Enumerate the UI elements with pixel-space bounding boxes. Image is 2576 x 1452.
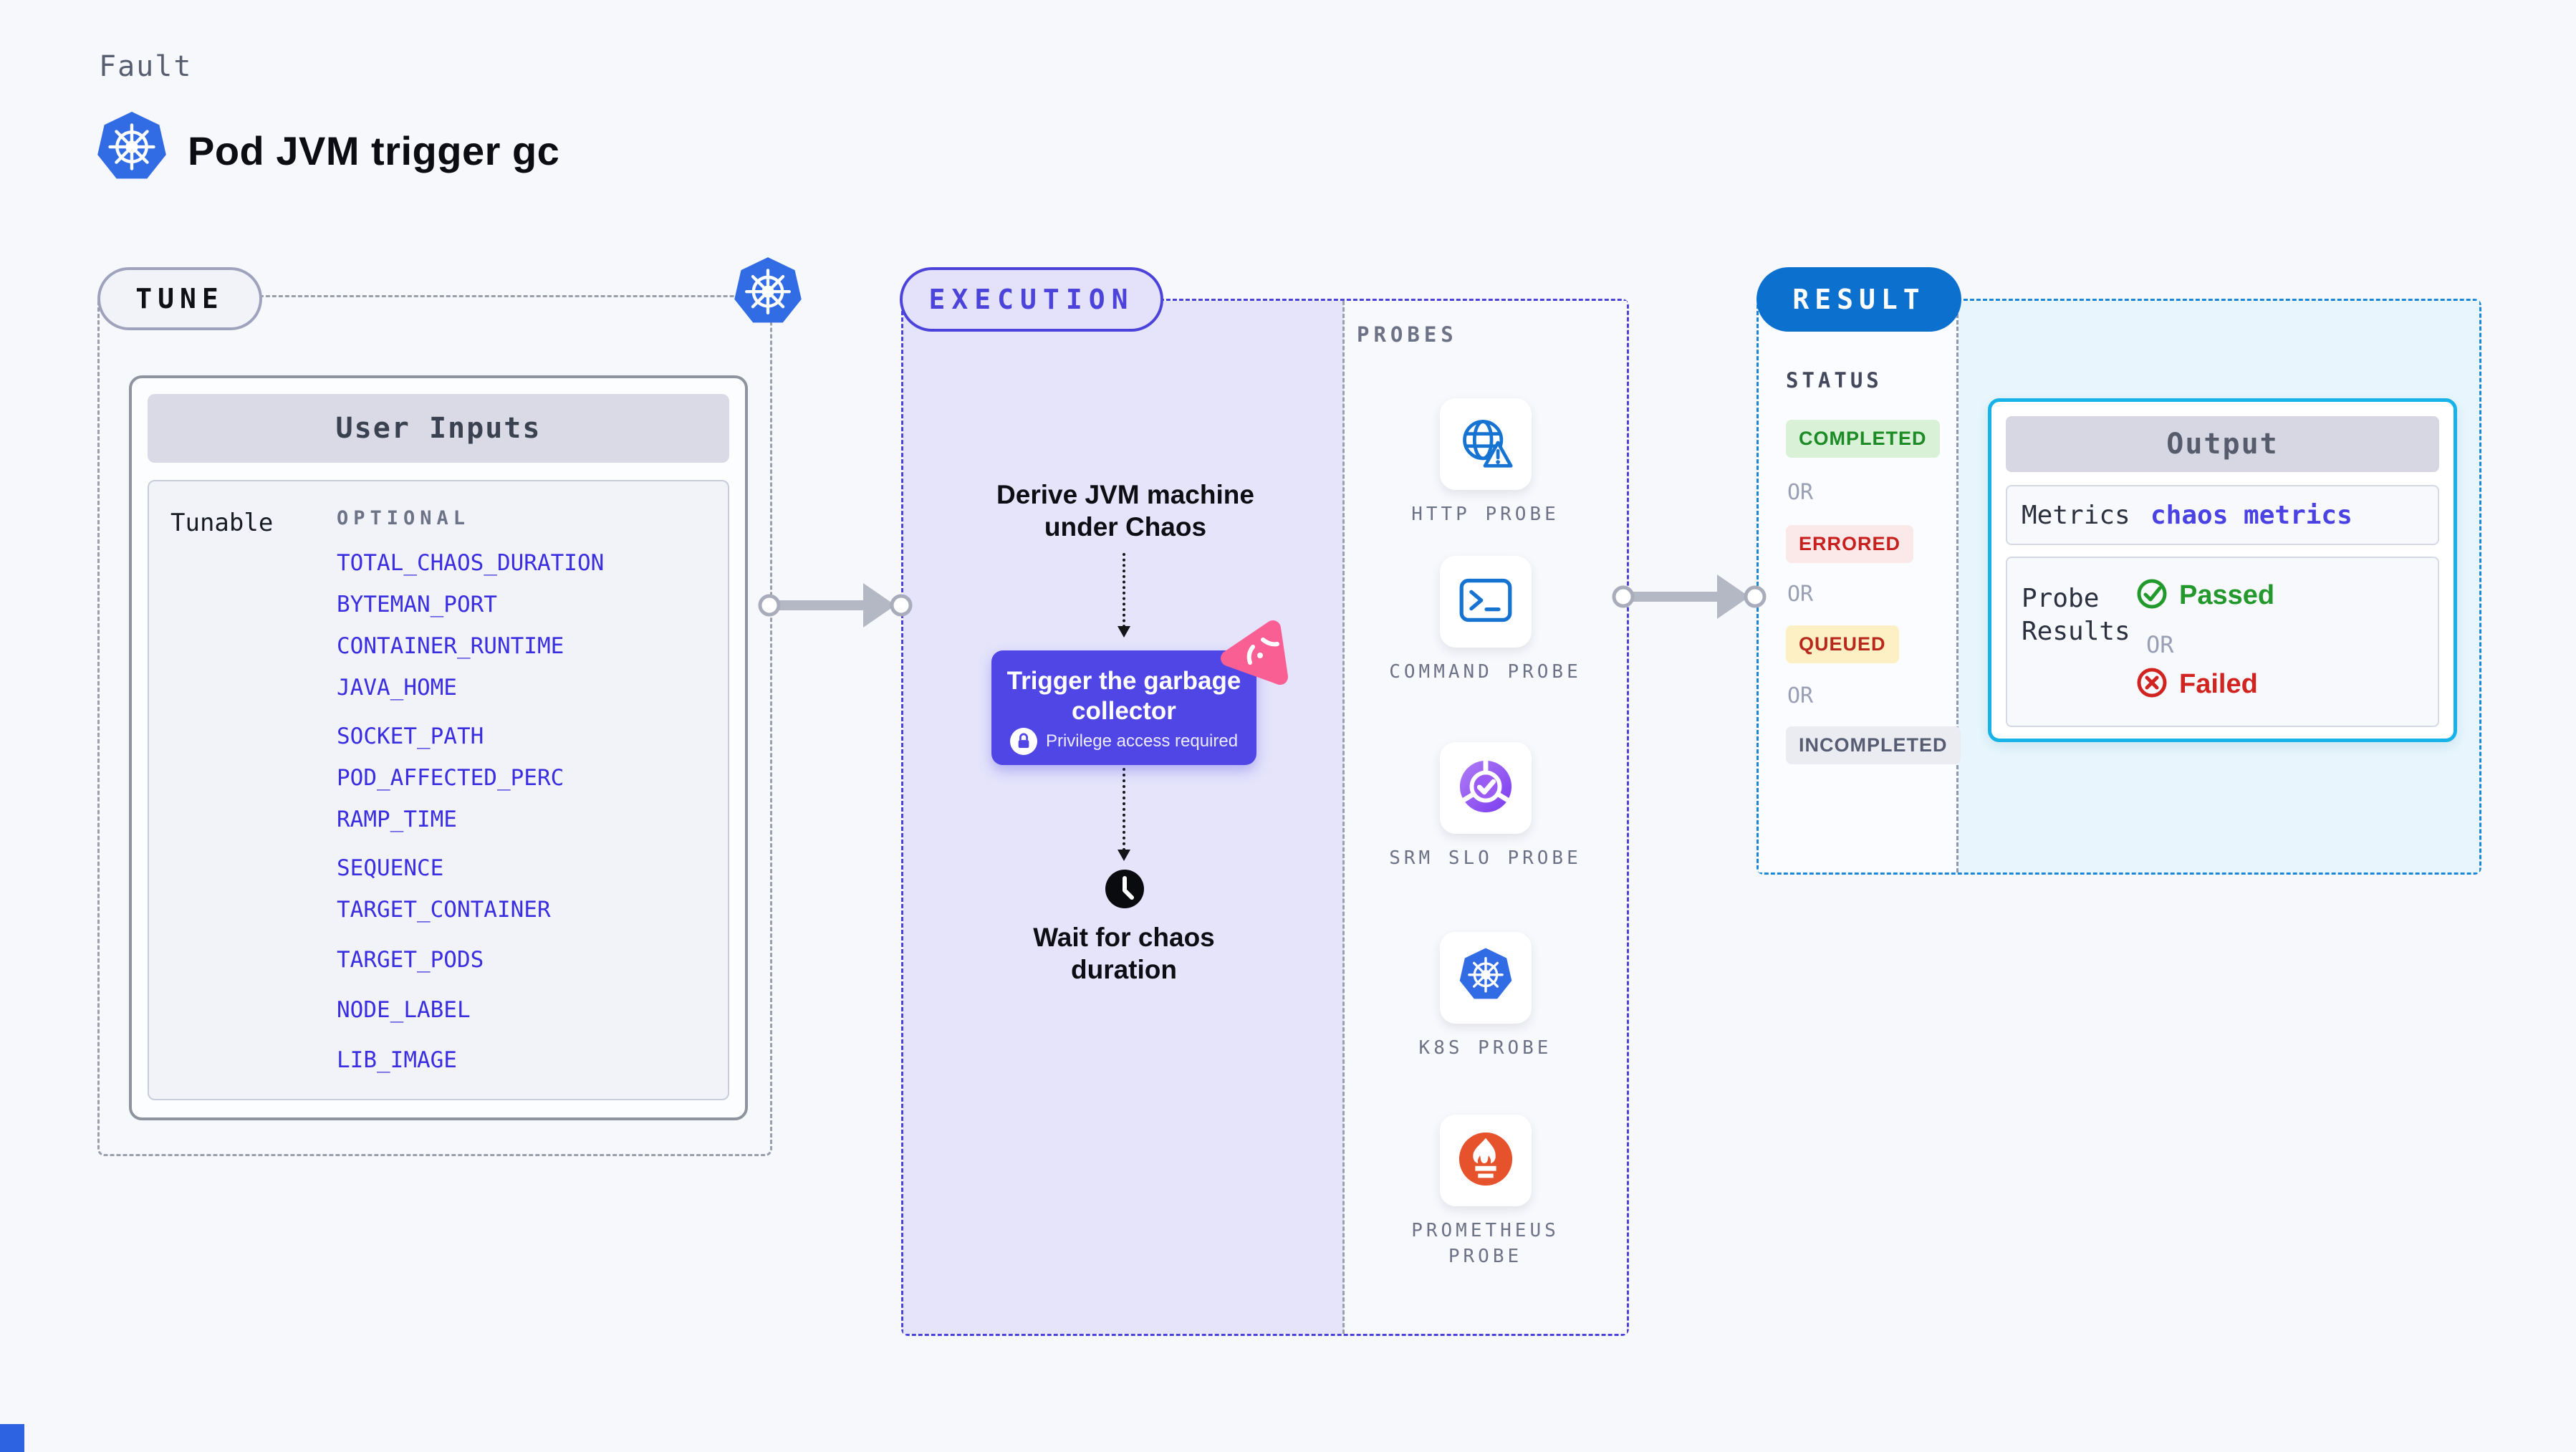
probe-item-srm-slo: SRM SLO PROBE bbox=[1344, 742, 1627, 871]
tunable-var: CONTAINER_RUNTIME bbox=[337, 633, 564, 659]
probe-results-label: Probe Results bbox=[2022, 584, 2130, 646]
derive-step-label: Derive JVM machine under Chaos bbox=[996, 480, 1254, 542]
arrow-execution-to-result bbox=[1612, 572, 1767, 625]
flow-arrow-down bbox=[1118, 768, 1130, 861]
prometheus-flame-icon bbox=[1458, 1131, 1514, 1191]
tunable-var: LIB_IMAGE bbox=[337, 1047, 457, 1073]
page-corner-artifact bbox=[0, 1424, 24, 1452]
status-divider bbox=[1956, 301, 1959, 872]
tunable-var: SEQUENCE bbox=[337, 855, 444, 881]
status-badge-errored: ERRORED bbox=[1786, 525, 1914, 563]
check-circle-icon bbox=[2136, 578, 2168, 613]
probes-panel-label: PROBES bbox=[1357, 322, 1458, 347]
status-column-background bbox=[1759, 301, 1958, 872]
probe-item-http: HTTP PROBE bbox=[1344, 398, 1627, 527]
probe-label: SRM SLO PROBE bbox=[1389, 847, 1582, 869]
failed-text: Failed bbox=[2179, 669, 2258, 699]
tune-region bbox=[97, 295, 772, 1156]
probe-item-prometheus: PROMETHEUS PROBE bbox=[1344, 1115, 1627, 1269]
globe-warning-icon bbox=[1457, 415, 1514, 473]
status-or-separator: OR bbox=[1787, 480, 1814, 505]
metrics-row: Metrics chaos metrics bbox=[2006, 485, 2439, 545]
result-stage-badge: RESULT bbox=[1756, 267, 1961, 332]
status-badge-completed: COMPLETED bbox=[1786, 420, 1940, 458]
privilege-note: Privilege access required bbox=[991, 728, 1256, 755]
tunable-var: SOCKET_PATH bbox=[337, 723, 484, 749]
probe-result-passed: Passed bbox=[2136, 578, 2274, 613]
user-inputs-body: Tunable OPTIONAL TOTAL_CHAOS_DURATION BY… bbox=[148, 480, 729, 1100]
tunable-var: TARGET_PODS bbox=[337, 947, 484, 973]
tunable-var: RAMP_TIME bbox=[337, 807, 457, 832]
fault-kicker: Fault bbox=[99, 50, 193, 83]
page-title: Pod JVM trigger gc bbox=[188, 128, 560, 173]
probe-item-command: COMMAND PROBE bbox=[1344, 556, 1627, 685]
probe-label: COMMAND PROBE bbox=[1389, 661, 1582, 683]
probe-result-failed: Failed bbox=[2136, 667, 2258, 702]
tunable-var: NODE_LABEL bbox=[337, 997, 471, 1023]
tunable-var: POD_AFFECTED_PERC bbox=[337, 765, 564, 791]
kubernetes-icon bbox=[1458, 947, 1513, 1009]
passed-text: Passed bbox=[2179, 580, 2275, 610]
status-or-separator: OR bbox=[1787, 683, 1814, 708]
probe-results-row: Probe Results Passed OR bbox=[2006, 557, 2439, 727]
prometheus-probe-card[interactable] bbox=[1439, 1115, 1532, 1206]
kubernetes-icon bbox=[734, 256, 802, 335]
probe-item-k8s: K8S PROBE bbox=[1344, 932, 1627, 1061]
privilege-note-text: Privilege access required bbox=[1045, 731, 1239, 751]
probes-divider bbox=[1342, 301, 1345, 1334]
lock-icon bbox=[1009, 728, 1037, 755]
output-header: Output bbox=[2006, 416, 2439, 472]
x-circle-icon bbox=[2136, 667, 2168, 702]
probe-label: K8S PROBE bbox=[1418, 1037, 1552, 1059]
trigger-node-title: Trigger the garbage collector bbox=[1006, 667, 1241, 725]
litmus-chaos-icon bbox=[1219, 618, 1293, 688]
command-probe-card[interactable] bbox=[1439, 556, 1532, 648]
output-card: Output Metrics chaos metrics Probe Resul… bbox=[1988, 398, 2457, 742]
result-region: STATUS COMPLETED OR ERRORED OR QUEUED OR… bbox=[1756, 299, 2481, 875]
probe-result-or-separator: OR bbox=[2146, 631, 2174, 658]
tunable-var: TOTAL_CHAOS_DURATION bbox=[337, 550, 605, 576]
flow-arrow-down bbox=[1118, 553, 1130, 638]
status-column-label: STATUS bbox=[1786, 368, 1883, 393]
terminal-icon bbox=[1458, 577, 1513, 627]
wait-step-label: Wait for chaos duration bbox=[1033, 923, 1215, 984]
status-or-separator: OR bbox=[1787, 582, 1814, 607]
trigger-garbage-collector-node[interactable]: Trigger the garbage collector Privilege … bbox=[991, 650, 1256, 765]
probe-label: HTTP PROBE bbox=[1411, 504, 1559, 525]
execution-stage-badge: EXECUTION bbox=[900, 267, 1163, 332]
tunable-vars-list: TOTAL_CHAOS_DURATION BYTEMAN_PORT CONTAI… bbox=[337, 550, 713, 1089]
http-probe-card[interactable] bbox=[1439, 398, 1532, 490]
arrow-tune-to-execution bbox=[758, 580, 913, 634]
title-row: Pod JVM trigger gc bbox=[96, 110, 559, 191]
probe-label: PROMETHEUS PROBE bbox=[1411, 1220, 1559, 1267]
tunable-var: JAVA_HOME bbox=[337, 675, 457, 701]
clock-icon bbox=[1105, 869, 1145, 909]
status-badge-queued: QUEUED bbox=[1786, 625, 1899, 663]
tunable-var: TARGET_CONTAINER bbox=[337, 897, 551, 923]
metrics-value: chaos metrics bbox=[2150, 500, 2352, 530]
tunable-var: BYTEMAN_PORT bbox=[337, 592, 497, 617]
tunable-row-label: Tunable bbox=[170, 509, 274, 537]
srm-slo-probe-card[interactable] bbox=[1439, 742, 1532, 834]
user-inputs-header: User Inputs bbox=[148, 394, 729, 463]
execution-region: Derive JVM machine under Chaos Trigger t… bbox=[901, 299, 1629, 1336]
kubernetes-icon bbox=[96, 110, 168, 191]
slo-donut-check-icon bbox=[1458, 759, 1514, 818]
metrics-label: Metrics bbox=[2022, 500, 2130, 530]
tune-stage-badge: TUNE bbox=[97, 267, 262, 330]
status-badge-incompleted: INCOMPLETED bbox=[1786, 726, 1961, 764]
optional-group-label: OPTIONAL bbox=[337, 507, 471, 529]
k8s-probe-card[interactable] bbox=[1439, 932, 1532, 1024]
user-inputs-card: User Inputs Tunable OPTIONAL TOTAL_CHAOS… bbox=[129, 375, 748, 1120]
